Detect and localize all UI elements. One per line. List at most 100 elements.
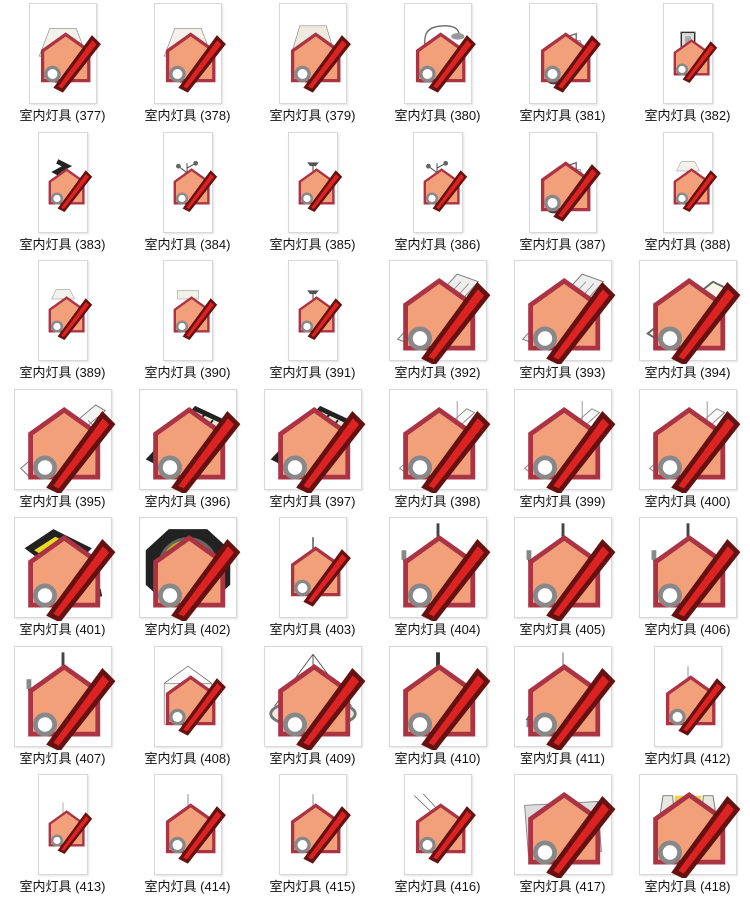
sketchup-file-icon (673, 39, 717, 84)
sketchup-file-icon (402, 277, 490, 364)
file-name-label: 室内灯具 (414) (144, 879, 231, 894)
spotlight-thumbnail-icon[interactable] (13, 517, 115, 621)
sketchup-file-icon (652, 406, 740, 493)
shade-floor-lamp-thumbnail-icon[interactable] (37, 260, 92, 361)
file-item[interactable]: 室内灯具 (378) (125, 0, 250, 129)
file-item[interactable]: 室内灯具 (385) (250, 129, 375, 258)
shade-floor-lamp-thumbnail-icon[interactable] (662, 131, 717, 233)
chandelier-thumbnail-icon[interactable] (388, 517, 490, 621)
file-item[interactable]: 室内灯具 (383) (0, 129, 125, 258)
tube-light-thumbnail-icon[interactable] (388, 260, 490, 364)
file-item[interactable]: 室内灯具 (408) (125, 643, 250, 772)
tiffany-pendant-thumbnail-icon[interactable] (513, 645, 615, 750)
file-item[interactable]: 室内灯具 (388) (625, 129, 750, 258)
file-item[interactable]: 室内灯具 (409) (250, 643, 375, 772)
file-name-label: 室内灯具 (385) (269, 236, 356, 252)
arc-floor-lamp-thumbnail-icon[interactable] (403, 3, 476, 104)
sketchup-file-icon (527, 406, 615, 493)
table-lamp-thumbnail-icon[interactable] (153, 3, 226, 104)
file-item[interactable]: 室内灯具 (414) (125, 771, 250, 900)
file-item[interactable]: 室内灯具 (401) (0, 514, 125, 643)
sketchup-file-icon (27, 534, 115, 621)
torchiere-thumbnail-icon[interactable] (287, 131, 342, 233)
hanging-tube-thumbnail-icon[interactable] (513, 388, 615, 493)
panel-light-thumbnail-icon[interactable] (638, 260, 740, 364)
louvre-light-thumbnail-icon[interactable] (13, 388, 115, 493)
arm-floor-lamp-thumbnail-icon[interactable] (528, 131, 601, 233)
torchiere-double-thumbnail-icon[interactable] (412, 131, 467, 233)
chandelier-thumbnail-icon[interactable] (638, 517, 740, 621)
file-name-label: 室内灯具 (418) (644, 879, 731, 894)
grid-light-thumbnail-icon[interactable] (138, 388, 240, 493)
file-name-label: 室内灯具 (396) (144, 493, 231, 509)
torchiere-thumbnail-icon[interactable] (287, 260, 342, 361)
file-name-label: 室内灯具 (391) (269, 365, 356, 380)
sketchup-file-icon (277, 663, 365, 750)
file-item[interactable]: 室内灯具 (381) (500, 0, 625, 129)
cone-pendant-thumbnail-icon[interactable] (37, 774, 92, 875)
chandelier-thumbnail-icon[interactable] (13, 645, 115, 750)
pendant-globe-thumbnail-icon[interactable] (278, 517, 351, 618)
dome-pendant-thumbnail-icon[interactable] (388, 645, 490, 750)
file-item[interactable]: 室内灯具 (394) (625, 257, 750, 386)
file-item[interactable]: 室内灯具 (396) (125, 386, 250, 515)
tube-light-thumbnail-icon[interactable] (513, 260, 615, 364)
sketchup-file-icon (152, 534, 240, 621)
file-item[interactable]: 室内灯具 (412) (625, 643, 750, 772)
file-item[interactable]: 室内灯具 (410) (375, 643, 500, 772)
sketchup-file-icon (540, 160, 601, 222)
file-item[interactable]: 室内灯具 (379) (250, 0, 375, 129)
dome-pendant-blue-thumbnail-icon[interactable] (153, 774, 226, 875)
file-item[interactable]: 室内灯具 (406) (625, 514, 750, 643)
hanging-tube-thumbnail-icon[interactable] (638, 388, 740, 493)
file-item[interactable]: 室内灯具 (391) (250, 257, 375, 386)
file-item[interactable]: 室内灯具 (377) (0, 0, 125, 129)
torchiere-double-thumbnail-icon[interactable] (162, 131, 217, 233)
file-item[interactable]: 室内灯具 (405) (500, 514, 625, 643)
round-light-thumbnail-icon[interactable] (138, 517, 240, 621)
table-lamp-dark-thumbnail-icon[interactable] (278, 3, 351, 104)
file-item[interactable]: 室内灯具 (415) (250, 771, 375, 900)
column-lamp-thumbnail-icon[interactable] (662, 3, 717, 104)
file-item[interactable]: 室内灯具 (400) (625, 386, 750, 515)
file-item[interactable]: 室内灯具 (390) (125, 257, 250, 386)
file-item[interactable]: 室内灯具 (395) (0, 386, 125, 515)
file-item[interactable]: 室内灯具 (386) (375, 129, 500, 258)
sketchup-file-icon (652, 277, 740, 364)
grid-light-thumbnail-icon[interactable] (263, 388, 365, 493)
arm-floor-lamp-thumbnail-icon[interactable] (528, 3, 601, 104)
wire-light-thumbnail-icon[interactable] (403, 774, 476, 875)
drum-pendant-thumbnail-icon[interactable] (153, 645, 226, 747)
globe-pendant-thumbnail-icon[interactable] (653, 645, 726, 747)
file-item[interactable]: 室内灯具 (399) (500, 386, 625, 515)
file-item[interactable]: 室内灯具 (382) (625, 0, 750, 129)
hanging-tube-thumbnail-icon[interactable] (388, 388, 490, 493)
file-item[interactable]: 室内灯具 (389) (0, 257, 125, 386)
file-name-label: 室内灯具 (399) (519, 493, 606, 509)
wall-bar-thumbnail-icon[interactable] (513, 774, 615, 878)
file-item[interactable]: 室内灯具 (397) (250, 386, 375, 515)
file-name-label: 室内灯具 (410) (394, 750, 481, 766)
file-item[interactable]: 室内灯具 (413) (0, 771, 125, 900)
tripod-lamp-thumbnail-icon[interactable] (162, 260, 217, 361)
table-lamp-thumbnail-icon[interactable] (28, 3, 101, 104)
file-item[interactable]: 室内灯具 (384) (125, 129, 250, 258)
file-item[interactable]: 室内灯具 (404) (375, 514, 500, 643)
file-item[interactable]: 室内灯具 (392) (375, 257, 500, 386)
chandelier-thumbnail-icon[interactable] (513, 517, 615, 621)
file-item[interactable]: 室内灯具 (416) (375, 771, 500, 900)
file-item[interactable]: 室内灯具 (403) (250, 514, 375, 643)
small-pendant-thumbnail-icon[interactable] (278, 774, 351, 875)
file-item[interactable]: 室内灯具 (398) (375, 386, 500, 515)
file-item[interactable]: 室内灯具 (393) (500, 257, 625, 386)
file-item[interactable]: 室内灯具 (407) (0, 643, 125, 772)
wall-sconce-thumbnail-icon[interactable] (638, 774, 740, 878)
file-item[interactable]: 室内灯具 (411) (500, 643, 625, 772)
paper-floor-lamp-thumbnail-icon[interactable] (37, 131, 92, 233)
file-item[interactable]: 室内灯具 (418) (625, 771, 750, 900)
bowl-pendant-thumbnail-icon[interactable] (263, 645, 365, 750)
file-item[interactable]: 室内灯具 (380) (375, 0, 500, 129)
file-item[interactable]: 室内灯具 (387) (500, 129, 625, 258)
file-item[interactable]: 室内灯具 (402) (125, 514, 250, 643)
file-item[interactable]: 室内灯具 (417) (500, 771, 625, 900)
